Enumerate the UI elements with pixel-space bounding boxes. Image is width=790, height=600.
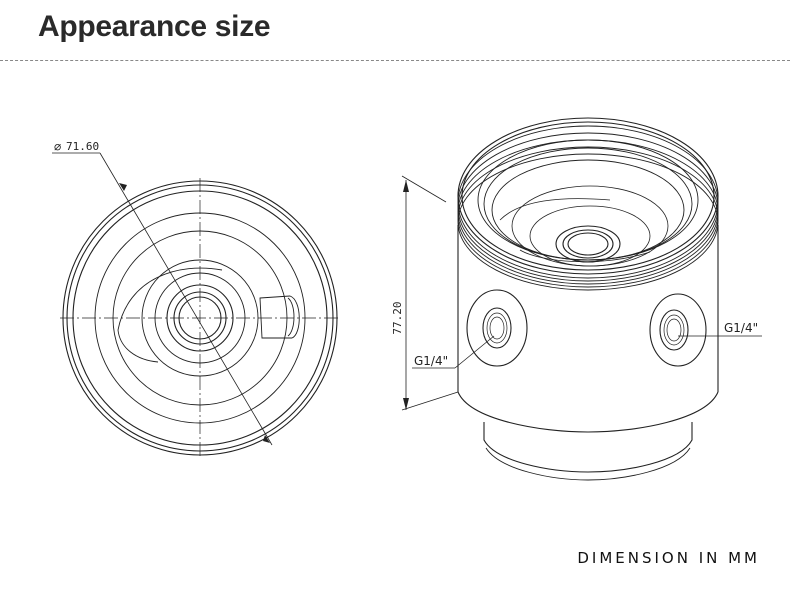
diameter-label: 71.60 [66, 140, 99, 153]
port-label-right: G1/4" [724, 321, 758, 335]
port-label-left: G1/4" [414, 354, 448, 368]
height-label: 77.20 [391, 301, 404, 334]
page-title: Appearance size [38, 10, 271, 43]
side-view [401, 117, 762, 481]
dashed-divider [0, 60, 790, 61]
top-view [52, 152, 340, 458]
units-note: DIMENSION IN MM [577, 549, 760, 567]
diameter-symbol: ⌀ [54, 140, 61, 154]
